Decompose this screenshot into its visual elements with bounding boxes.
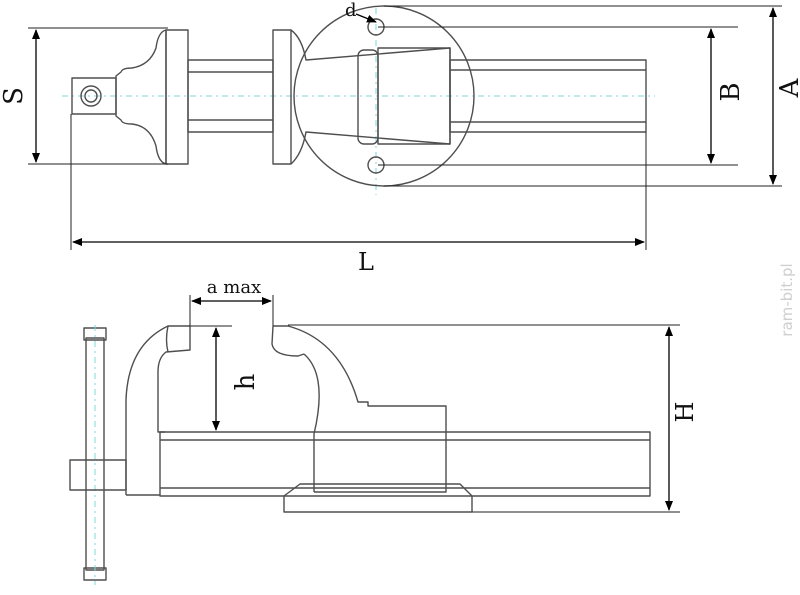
top-view (62, 5, 655, 195)
rear-jaw-side (273, 325, 447, 493)
label-a: A (775, 77, 800, 98)
label-d: d (345, 0, 357, 21)
rear-jaw-plate (272, 29, 292, 165)
watermark: ram-bit.pl (778, 263, 796, 336)
label-a-max: a max (207, 277, 261, 298)
label-l: L (358, 248, 374, 276)
front-jaw-side (125, 325, 191, 495)
side-view (69, 325, 651, 585)
slide-slot (357, 49, 379, 145)
handle-hole (80, 85, 102, 107)
label-b: B (716, 82, 746, 101)
front-jaw-plate (165, 29, 189, 165)
dimension-d-leader (355, 13, 377, 23)
front-jaw-top (115, 29, 167, 165)
label-h: h (231, 373, 261, 390)
label-big-h: H (671, 402, 699, 423)
nut-block (69, 459, 127, 491)
side-dimensions (189, 295, 680, 513)
main-bar (449, 59, 647, 133)
top-dimensions (28, 5, 782, 250)
slide-bar (159, 431, 651, 497)
label-s: S (0, 87, 29, 105)
base (283, 483, 473, 513)
